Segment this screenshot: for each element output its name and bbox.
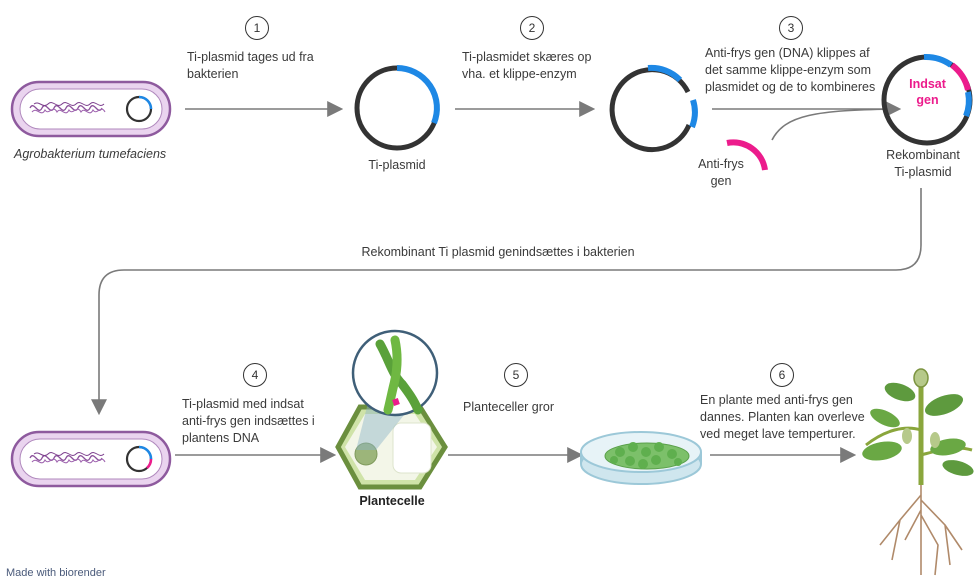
- reinsert-label: Rekombinant Ti plasmid genindsættes i ba…: [361, 245, 635, 259]
- recombinant-label: Rekombinant Ti-plasmid: [886, 148, 960, 179]
- footer-credit: Made with biorender: [6, 567, 106, 579]
- ti-plasmid: [354, 65, 440, 151]
- step-4-text: Ti-plasmid med indsat anti-frys gen inds…: [182, 397, 315, 445]
- plant-cell-label: Plantecelle: [359, 494, 425, 508]
- step-5-number: 5: [504, 363, 528, 387]
- petri-dish: [580, 431, 702, 485]
- bacterium-bottom: [10, 430, 172, 488]
- anti-freeze-gene-label: Anti-frys gen: [698, 157, 744, 188]
- cut-plasmid: [609, 64, 698, 153]
- bacterium-label: Agrobakterium tumefaciens: [14, 147, 167, 161]
- step-6-number: 6: [770, 363, 794, 387]
- step-4-number: 4: [243, 363, 267, 387]
- step-1-number: 1: [245, 16, 269, 40]
- step-2-number: 2: [520, 16, 544, 40]
- recombinant-plasmid: [881, 53, 973, 146]
- ti-plasmid-label: Ti-plasmid: [368, 158, 426, 172]
- arrow-gene-merge: [771, 108, 899, 141]
- arrow-reinsert: [91, 188, 922, 416]
- plant: [862, 368, 974, 576]
- step-1-text: Ti-plasmid tages ud fra bakterien: [187, 50, 314, 81]
- step-6-text: En plante med anti-frys gen dannes. Plan…: [700, 393, 865, 441]
- anti-freeze-gene: [726, 139, 768, 171]
- plant-cell: [335, 329, 448, 490]
- step-3-number: 3: [779, 16, 803, 40]
- bacterium-top: [10, 80, 172, 138]
- step-3-text: Anti-frys gen (DNA) klippes af det samme…: [705, 46, 876, 94]
- step-2-text: Ti-plasmidet skæres op vha. et klippe-en…: [462, 50, 592, 81]
- inserted-gene-label: Indsat gen: [909, 77, 946, 107]
- step-5-text: Planteceller gror: [463, 400, 555, 414]
